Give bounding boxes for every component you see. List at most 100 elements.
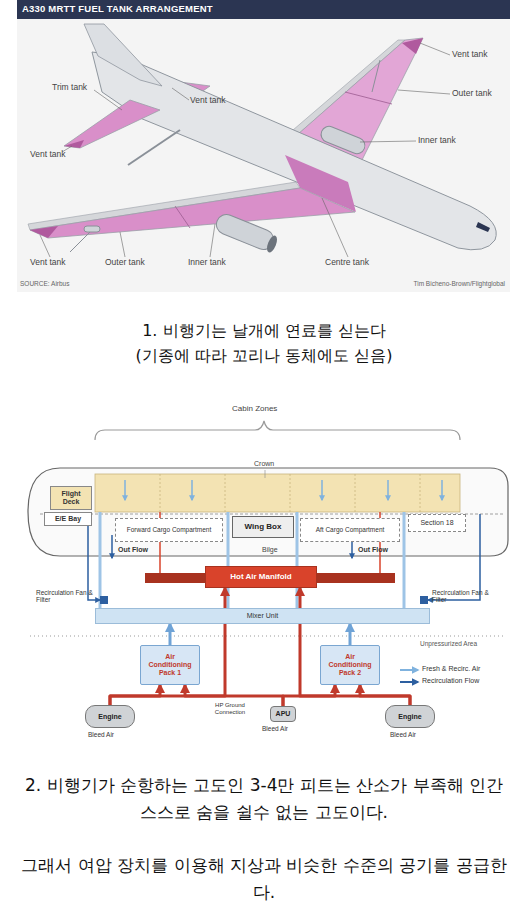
tank-division: [345, 92, 392, 104]
part-label: Inner tank: [188, 258, 226, 268]
flow-label: Bleed Air: [390, 731, 416, 738]
source-note: SOURCE: Airbus: [20, 280, 70, 287]
airflow-arrow: [124, 480, 126, 500]
engine-symbol: Engine: [85, 705, 135, 728]
node-text: Engine: [98, 713, 121, 721]
flow-label: Bleed Air: [262, 725, 288, 732]
leader-line: [398, 90, 450, 94]
airflow-arrow: [387, 480, 389, 500]
legend-text: Recirculation Flow: [422, 677, 479, 685]
outflow-arrow: [111, 535, 113, 558]
leader-line: [40, 235, 50, 257]
title-bar: [17, 0, 510, 19]
node-text: Forward Cargo Compartment: [127, 526, 212, 533]
leader-line: [120, 232, 125, 257]
pack-box: Air Conditioning Pack 2: [320, 645, 380, 685]
recirculation-ducts: [88, 514, 480, 600]
figure-title: A330 MRTT FUEL TANK ARRANGEMENT: [22, 4, 213, 15]
flight-deck-box: Flight Deck: [50, 486, 92, 510]
part-label: Vent tank: [30, 150, 65, 160]
body-text: 그래서 여압 장치를 이용해 지상과 비슷한 수준의 공기를 공급한다.: [18, 852, 510, 906]
cabin-area: [95, 474, 460, 512]
leader-line: [172, 88, 189, 100]
legend-sample: [400, 669, 418, 671]
body-text: 1. 비행기는 날개에 연료를 싣는다: [0, 318, 528, 344]
node-text: Wing Box: [245, 523, 282, 532]
recirculation-fan: [100, 596, 108, 604]
conditioned-air-duct: [169, 624, 172, 645]
flow-label: Out Flow: [358, 546, 388, 554]
flow-label: Bleed Air: [88, 731, 114, 738]
bleed-air-duct: [110, 588, 225, 705]
refuel-boom: [128, 130, 180, 165]
leader-lines: [40, 43, 450, 257]
near-wing: [30, 188, 355, 238]
node-text: Section 18: [420, 519, 453, 527]
part-label: Vent tank: [452, 50, 487, 60]
refuel-hose: [372, 60, 380, 92]
vent-tank: [30, 226, 58, 238]
part-label: Inner tank: [418, 136, 456, 146]
cabin-airflow: [125, 480, 442, 500]
trim-tank: [64, 100, 160, 148]
cargo-box: Aft Cargo Compartment: [300, 518, 400, 542]
engine-symbol: Engine: [385, 705, 435, 728]
area-label: Unpressurized Area: [420, 640, 477, 647]
manifold-box: Hot Air Manifold: [205, 566, 317, 588]
part-label: Crown: [254, 460, 274, 468]
zone-divider: [290, 474, 291, 512]
node-text: Mixer Unit: [247, 612, 279, 620]
pressure-boundary: [30, 636, 505, 637]
mixer-bar: Mixer Unit: [95, 608, 430, 624]
zone-dividers: [160, 474, 420, 512]
engine-nacelle: [213, 211, 276, 252]
airflow-arrow: [441, 480, 443, 500]
leader-line: [360, 141, 416, 142]
cockpit-window: [476, 222, 490, 232]
node-text: APU: [276, 710, 291, 718]
node-text: E/E Bay: [55, 515, 81, 523]
refuel-hose: [70, 232, 90, 252]
node-text: Engine: [398, 713, 421, 721]
conditioned-air-duct: [349, 624, 352, 645]
leader-line: [420, 43, 450, 55]
zone-divider: [225, 474, 226, 512]
vent-tank: [64, 140, 84, 148]
airflow-arrow: [321, 480, 323, 500]
part-label: Recirculation Fan & Filter: [432, 589, 502, 604]
refuel-pod: [84, 226, 100, 232]
recirculation-duct: [88, 514, 100, 600]
supply-duct: [403, 512, 406, 608]
air-conditioning-figure: [28, 421, 508, 682]
zone-divider: [420, 474, 421, 512]
part-label: Centre tank: [325, 258, 369, 268]
body-text: 2. 비행기가 순항하는 고도인 3-4만 피트는 산소가 부족해 인간 스스로…: [18, 772, 510, 826]
wing-box: Wing Box: [232, 516, 294, 538]
body-text: (기종에 따라 꼬리나 동체에도 싣음): [0, 343, 528, 369]
bleed-air-duct: [300, 588, 410, 705]
pack-box: Air Conditioning Pack 1: [140, 645, 200, 685]
part-label: Recirculation Fan & Filter: [36, 589, 96, 604]
node-text: Hot Air Manifold: [230, 573, 291, 582]
zone-label: Cabin Zones: [232, 404, 277, 413]
leader-line: [94, 90, 122, 110]
node-text: Air Conditioning Pack 2: [323, 653, 377, 676]
part-label: HP Ground Connection: [200, 702, 260, 716]
airflow-arrow: [191, 480, 193, 500]
leader-line: [210, 224, 215, 257]
zone-divider: [160, 474, 161, 512]
supply-duct: [227, 512, 230, 608]
engine-inlet: [265, 234, 279, 254]
node-text: Aft Cargo Compartment: [316, 526, 385, 533]
zone-divider: [355, 474, 356, 512]
tank-division: [175, 206, 190, 228]
leader-line: [265, 470, 266, 478]
part-label: Outer tank: [105, 258, 145, 268]
legend-text: Fresh & Recirc. Air: [422, 665, 480, 673]
part-label: Vent tank: [30, 258, 65, 268]
fuel-tank-figure: [17, 0, 510, 292]
supply-ducts: [100, 512, 404, 608]
node-text: Air Conditioning Pack 1: [143, 653, 197, 676]
